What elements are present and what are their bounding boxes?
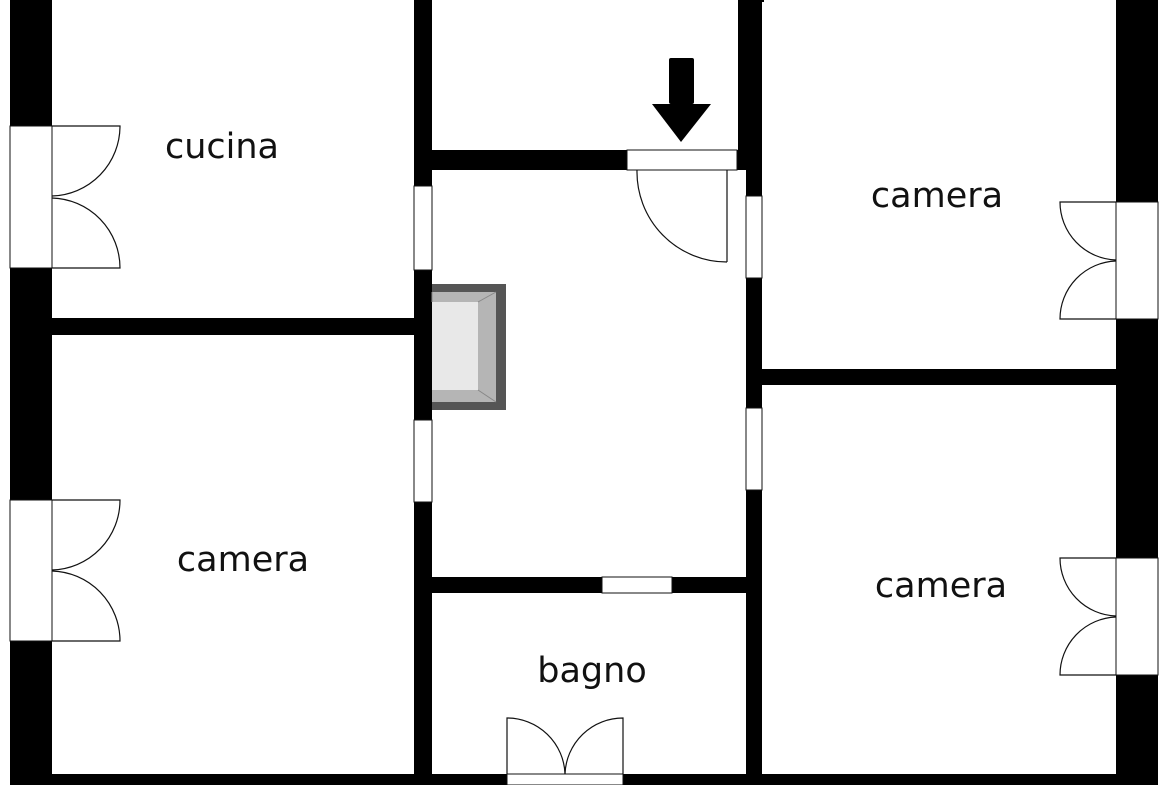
room-label-bagno: bagno (537, 651, 646, 691)
arrow-down-icon (652, 58, 711, 142)
window-camera-left (9, 499, 53, 642)
passage-hall-camera-top (745, 195, 763, 279)
passage-camera-left-hall (413, 419, 433, 503)
room-label-camera-left: camera (177, 540, 309, 580)
window-swing-camera-bottom-right (1059, 557, 1117, 676)
wall-outer-left (10, 0, 52, 785)
window-swing-cucina (51, 125, 121, 269)
wall-cucina-camera (52, 318, 414, 335)
wall-right-cameras (762, 369, 1116, 385)
room-label-camera-top-right: camera (871, 176, 1003, 216)
wall-hall-bagno (432, 577, 746, 593)
doors (51, 125, 1117, 775)
openings (9, 125, 1159, 785)
window-camera-top-right (1115, 201, 1159, 320)
window-cucina (9, 125, 53, 269)
window-swing-bagno (506, 717, 624, 775)
room-label-camera-bottom-right: camera (875, 566, 1007, 606)
window-bagno (506, 773, 624, 785)
passage-bagno (601, 576, 673, 594)
entrance-opening (626, 149, 738, 171)
passage-cucina-hall (413, 185, 433, 271)
passage-hall-camera-bottom (745, 407, 763, 491)
stair-shaft-icon (431, 284, 506, 410)
wall-left-interior (414, 0, 432, 785)
window-swing-camera-top-right (1059, 201, 1117, 320)
room-label-cucina: cucina (165, 127, 279, 167)
window-camera-bottom-right (1115, 557, 1159, 676)
window-swing-camera-left (51, 499, 121, 642)
wall-top-right-cap (762, 0, 764, 2)
entrance-door (636, 169, 728, 263)
